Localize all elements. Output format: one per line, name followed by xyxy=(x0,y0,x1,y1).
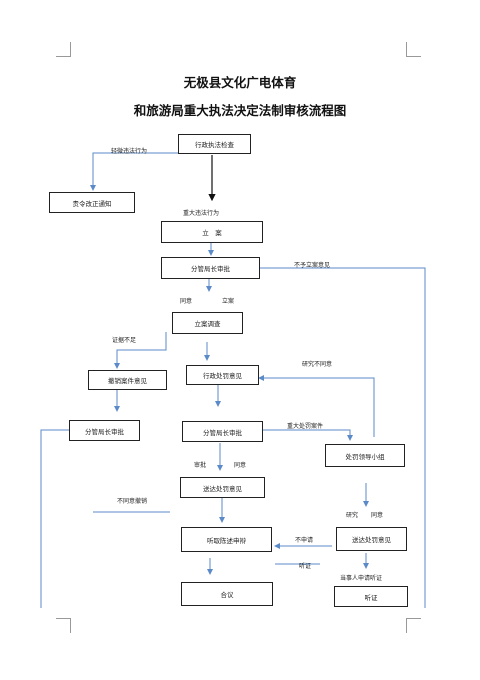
label-agree-1: 同意 xyxy=(180,298,193,305)
node-deliver-penalty-opinion-2: 送达处罚意见 xyxy=(336,527,407,551)
label-major-violation: 重大违法行为 xyxy=(183,210,220,217)
label-minor-violation: 轻微违法行为 xyxy=(111,148,148,155)
node-admin-penalty-opinion: 行政处罚意见 xyxy=(186,365,259,385)
node-admin-inspection: 行政执法检查 xyxy=(178,134,251,154)
label-agree-3: 同意 xyxy=(371,512,384,519)
node-deliberation: 合议 xyxy=(181,582,273,606)
title-line-2: 和旅游局重大执法决定法制审核流程图 xyxy=(133,103,347,118)
title-line-1: 无极县文化广电体育 xyxy=(183,75,297,90)
node-deputy-approval-mid: 分管局长审批 xyxy=(182,421,263,442)
label-file-case: 立案 xyxy=(222,298,235,305)
label-agree-2: 同意 xyxy=(234,462,247,469)
label-insufficient-evidence: 证据不足 xyxy=(112,337,137,344)
label-research: 研究 xyxy=(346,512,359,519)
node-deputy-approval-left: 分管局长审批 xyxy=(69,420,140,441)
node-correction-notice: 责令改正通知 xyxy=(49,192,135,213)
node-revoke-case-opinion: 撤销案件意见 xyxy=(88,370,167,390)
node-deliver-penalty-opinion-1: 送达处罚意见 xyxy=(180,477,265,498)
node-hearing: 听证 xyxy=(334,586,408,607)
node-hear-statement-defense: 听取陈述申辩 xyxy=(181,527,272,552)
crop-mark-top-right xyxy=(406,42,421,57)
crop-mark-bottom-left xyxy=(56,618,71,633)
label-disagree-revoke: 不同意撤销 xyxy=(117,498,148,505)
node-deputy-approval-1: 分管局长审批 xyxy=(161,257,260,279)
node-case-filing: 立 案 xyxy=(161,221,263,243)
label-approval: 审批 xyxy=(194,462,207,469)
label-party-requests-hearing: 当事人申请听证 xyxy=(340,575,383,582)
crop-mark-top-left xyxy=(56,42,71,57)
label-no-application: 不申请 xyxy=(295,537,314,544)
node-penalty-leadership-group: 处罚领导小组 xyxy=(325,444,405,467)
label-hearing: 听证 xyxy=(299,563,312,570)
node-case-investigation: 立案调查 xyxy=(172,312,243,334)
label-major-penalty-case: 重大处罚案件 xyxy=(287,423,324,430)
crop-mark-bottom-right xyxy=(406,618,421,633)
label-no-filing-opinion: 不予立案意见 xyxy=(294,262,331,269)
label-research-disagree: 研究不同意 xyxy=(302,361,333,368)
